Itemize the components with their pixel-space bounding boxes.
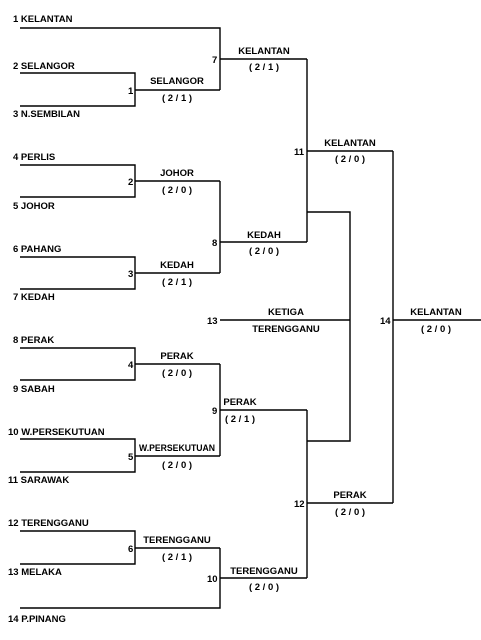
third-place-label: KETIGA <box>268 307 304 318</box>
bracket-line <box>20 548 221 609</box>
match-score: ( 2 / 0 ) <box>249 582 279 593</box>
match-score: ( 2 / 1 ) <box>162 277 192 288</box>
match-number: 1 <box>128 86 134 97</box>
match-number: 12 <box>294 499 305 510</box>
match-score: ( 2 / 1 ) <box>249 62 279 73</box>
team-label: 6 PAHANG <box>13 244 61 255</box>
bracket-line <box>20 256 136 290</box>
team-label: 5 JOHOR <box>13 201 55 212</box>
match-number: 5 <box>128 452 134 463</box>
match-winner: SELANGOR <box>150 76 204 87</box>
match-number: 10 <box>207 574 218 585</box>
final-winner: KELANTAN <box>410 307 462 318</box>
bracket-line <box>20 530 136 565</box>
match-number: 7 <box>212 55 217 66</box>
match-winner: KELANTAN <box>238 46 290 57</box>
match-number: 14 <box>380 316 391 327</box>
match-number: 9 <box>212 406 217 417</box>
match-winner: JOHOR <box>160 168 194 179</box>
match-winner: KEDAH <box>247 230 281 241</box>
match-score: ( 2 / 0 ) <box>335 154 365 165</box>
team-label: 3 N.SEMBILAN <box>13 109 80 120</box>
team-label: 7 KEDAH <box>13 292 55 303</box>
team-label: 2 SELANGOR <box>13 61 75 72</box>
match-score: ( 2 / 0 ) <box>249 246 279 257</box>
bracket-line <box>20 27 221 90</box>
bracket-line <box>307 211 351 442</box>
match-score: ( 2 / 0 ) <box>335 507 365 518</box>
bracket-line <box>20 347 136 381</box>
match-number: 13 <box>207 316 218 327</box>
team-label: 4 PERLIS <box>13 152 55 163</box>
match-score: ( 2 / 0 ) <box>162 460 192 471</box>
match-number: 6 <box>128 544 133 555</box>
team-label: 1 KELANTAN <box>13 14 73 25</box>
match-number: 2 <box>128 177 133 188</box>
match-score: ( 2 / 1 ) <box>162 93 192 104</box>
match-number: 11 <box>294 147 305 158</box>
match-score: ( 2 / 0 ) <box>162 368 192 379</box>
match-winner: PERAK <box>223 397 256 408</box>
team-label: 13 MELAKA <box>8 567 62 578</box>
match-winner: TERENGGANU <box>230 566 298 577</box>
third-place-winner: TERENGGANU <box>252 324 320 335</box>
bracket-line <box>20 438 136 473</box>
match-winner: PERAK <box>160 351 193 362</box>
team-label: 11 SARAWAK <box>8 475 69 486</box>
match-winner: TERENGGANU <box>143 535 211 546</box>
match-score: ( 2 / 1 ) <box>162 552 192 563</box>
team-label: 9 SABAH <box>13 384 55 395</box>
match-winner: W.PERSEKUTUAN <box>139 443 215 454</box>
team-label: 12 TERENGGANU <box>8 518 89 529</box>
match-winner: KEDAH <box>160 260 194 271</box>
final-score: ( 2 / 0 ) <box>421 324 451 335</box>
match-winner: PERAK <box>333 490 366 501</box>
team-label: 14 P.PINANG <box>8 614 66 625</box>
match-number: 8 <box>212 238 217 249</box>
match-score: ( 2 / 0 ) <box>162 185 192 196</box>
match-number: 4 <box>128 360 134 371</box>
match-score: ( 2 / 1 ) <box>225 414 255 425</box>
team-label: 10 W.PERSEKUTUAN <box>8 427 105 438</box>
bracket-line <box>20 164 136 198</box>
match-number: 3 <box>128 269 133 280</box>
team-label: 8 PERAK <box>13 335 54 346</box>
bracket-line <box>20 72 136 107</box>
match-winner: KELANTAN <box>324 138 376 149</box>
